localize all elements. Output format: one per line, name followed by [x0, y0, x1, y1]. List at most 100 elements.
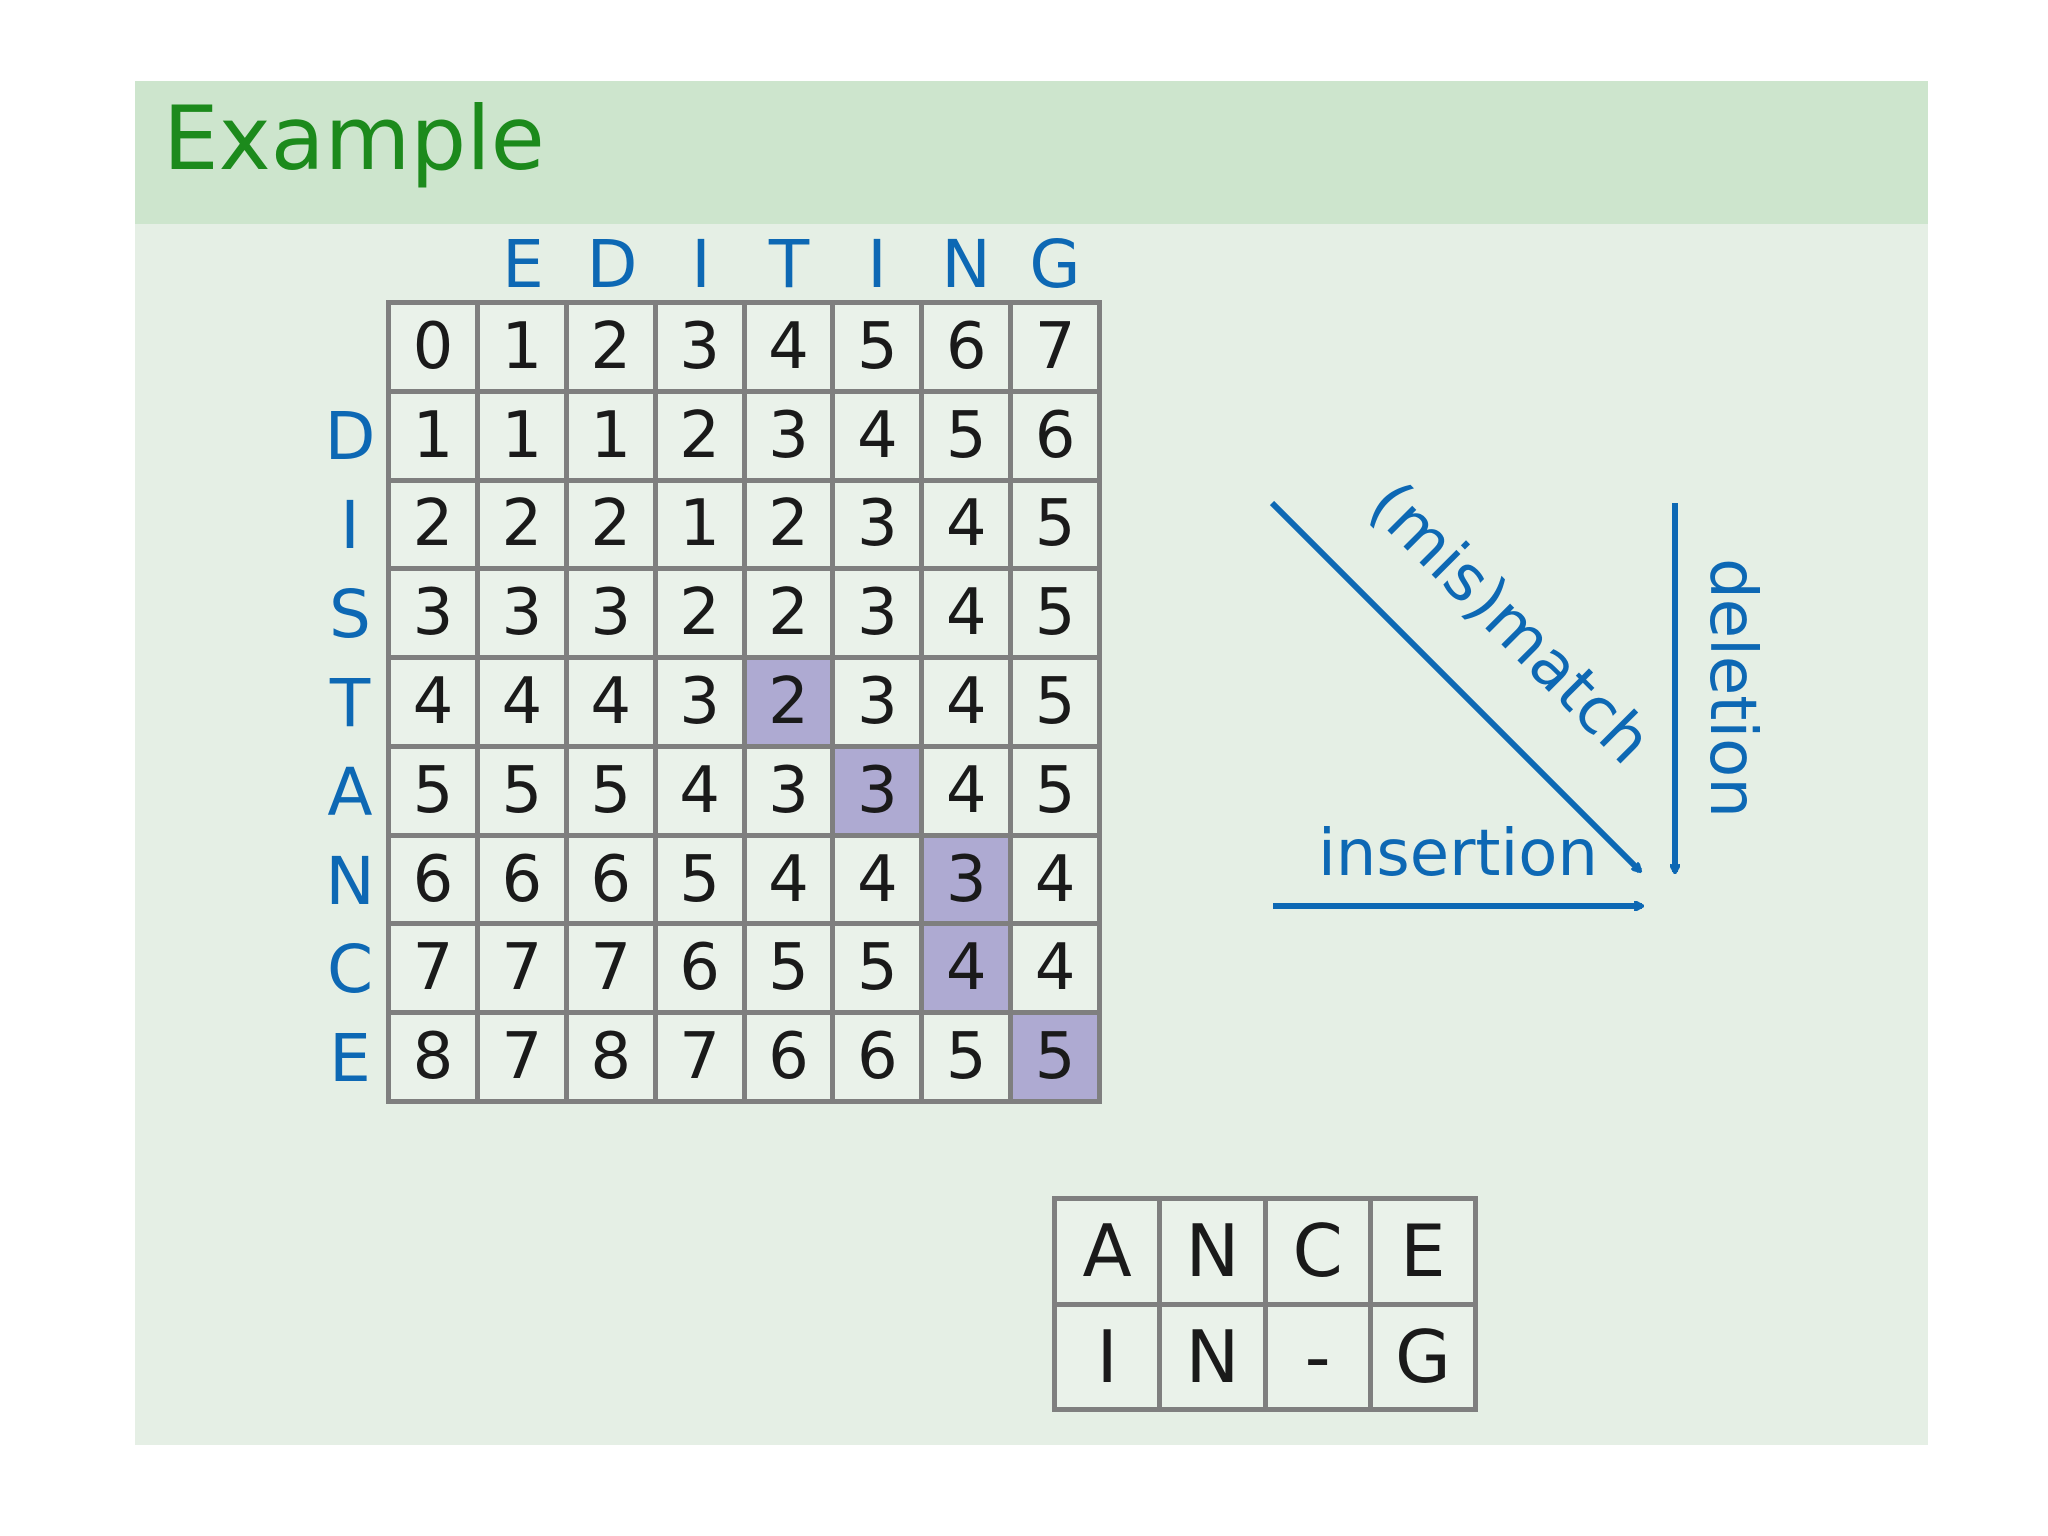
matrix-cell: 2	[657, 393, 742, 478]
block-header	[135, 81, 1928, 224]
top-letter: I	[691, 226, 711, 303]
matrix-cell: 6	[568, 837, 653, 922]
alignment-cell: E	[1372, 1201, 1473, 1302]
matrix-cell: 5	[1013, 571, 1097, 656]
matrix-cell: 4	[924, 571, 1009, 656]
matrix-cell: 6	[391, 837, 475, 922]
matrix-cell: 6	[924, 305, 1009, 389]
matrix-cell: 7	[479, 1015, 564, 1099]
top-letter: N	[941, 226, 991, 303]
matrix-cell: 4	[924, 482, 1009, 567]
matrix-cell: 4	[924, 926, 1009, 1011]
matrix-cell: 5	[1013, 748, 1097, 833]
matrix-cell: 8	[391, 1015, 475, 1099]
matrix-cell: 4	[1013, 926, 1097, 1011]
matrix-cell: 7	[657, 1015, 742, 1099]
matrix-cell: 5	[1013, 660, 1097, 744]
deletion-label: deletion	[1695, 558, 1769, 818]
matrix-cell: 4	[835, 393, 920, 478]
matrix-cell: 7	[568, 926, 653, 1011]
matrix-cell: 4	[924, 660, 1009, 744]
matrix-cell: 6	[479, 837, 564, 922]
matrix-cell: 6	[746, 1015, 831, 1099]
matrix-cell: 1	[657, 482, 742, 567]
matrix-cell: 0	[391, 305, 475, 389]
alignment-cell: N	[1162, 1201, 1263, 1302]
matrix-cell: 4	[1013, 837, 1097, 922]
matrix-cell: 4	[657, 748, 742, 833]
matrix-cell: 2	[479, 482, 564, 567]
matrix-cell: 2	[657, 571, 742, 656]
matrix-cell: 5	[657, 837, 742, 922]
matrix-cell: 5	[1013, 482, 1097, 567]
insertion-label: insertion	[1318, 817, 1598, 891]
left-letter: C	[326, 931, 374, 1008]
matrix-cell: 4	[568, 660, 653, 744]
matrix-cell: 3	[657, 305, 742, 389]
top-letter: I	[867, 226, 887, 303]
matrix-cell: 5	[835, 305, 920, 389]
matrix-cell: 3	[391, 571, 475, 656]
alignment-table: A N C E I N - G	[1052, 1196, 1478, 1412]
matrix-cell: 4	[924, 748, 1009, 833]
left-letter: S	[329, 576, 371, 653]
matrix-cell: 7	[391, 926, 475, 1011]
left-letter: E	[329, 1020, 371, 1097]
matrix-cell: 5	[1013, 1015, 1097, 1099]
matrix-cell: 5	[479, 748, 564, 833]
matrix-cell: 3	[746, 393, 831, 478]
matrix-cell: 1	[391, 393, 475, 478]
matrix-cell: 3	[835, 571, 920, 656]
match-label: (mis)match	[1354, 468, 1665, 779]
matrix-cell: 1	[479, 393, 564, 478]
left-letter: D	[324, 398, 376, 475]
matrix-cell: 7	[1013, 305, 1097, 389]
matrix-cell: 2	[568, 305, 653, 389]
matrix-cell: 4	[391, 660, 475, 744]
matrix-cell: 5	[835, 926, 920, 1011]
matrix-cell: 3	[746, 748, 831, 833]
matrix-cell: 3	[835, 748, 920, 833]
matrix-cell: 3	[479, 571, 564, 656]
matrix-cell: 5	[568, 748, 653, 833]
alignment-cell: C	[1267, 1201, 1368, 1302]
matrix-cell: 4	[746, 837, 831, 922]
alignment-cell: G	[1372, 1306, 1473, 1407]
matrix-cell: 5	[746, 926, 831, 1011]
matrix-cell: 2	[568, 482, 653, 567]
top-letter: G	[1029, 226, 1081, 303]
matrix-cell: 6	[835, 1015, 920, 1099]
matrix-cell: 2	[746, 571, 831, 656]
top-letter: T	[768, 226, 810, 303]
matrix-cell: 1	[568, 393, 653, 478]
matrix-cell: 1	[479, 305, 564, 389]
block-title: Example	[163, 87, 545, 190]
matrix-cell: 4	[835, 837, 920, 922]
matrix-cell: 3	[835, 660, 920, 744]
top-letter: E	[502, 226, 544, 303]
matrix-cell: 3	[924, 837, 1009, 922]
matrix-cell: 2	[746, 482, 831, 567]
matrix-cell: 8	[568, 1015, 653, 1099]
matrix-cell: 6	[657, 926, 742, 1011]
match-arrow	[1269, 500, 1640, 871]
left-letter: A	[327, 754, 373, 831]
matrix-cell: 2	[746, 660, 831, 744]
matrix-cell: 4	[746, 305, 831, 389]
left-letter: I	[340, 487, 360, 564]
alignment-cell: N	[1162, 1306, 1263, 1407]
matrix-cell: 3	[657, 660, 742, 744]
alignment-cell: I	[1057, 1306, 1158, 1407]
alignment-cell: A	[1057, 1201, 1158, 1302]
matrix-cell: 4	[479, 660, 564, 744]
matrix-cell: 2	[391, 482, 475, 567]
left-letter: N	[325, 843, 375, 920]
left-letter: T	[329, 665, 371, 742]
matrix-cell: 6	[1013, 393, 1097, 478]
alignment-cell: -	[1267, 1306, 1368, 1407]
matrix-cell: 5	[924, 1015, 1009, 1099]
matrix-cell: 3	[835, 482, 920, 567]
matrix-cell: 5	[924, 393, 1009, 478]
